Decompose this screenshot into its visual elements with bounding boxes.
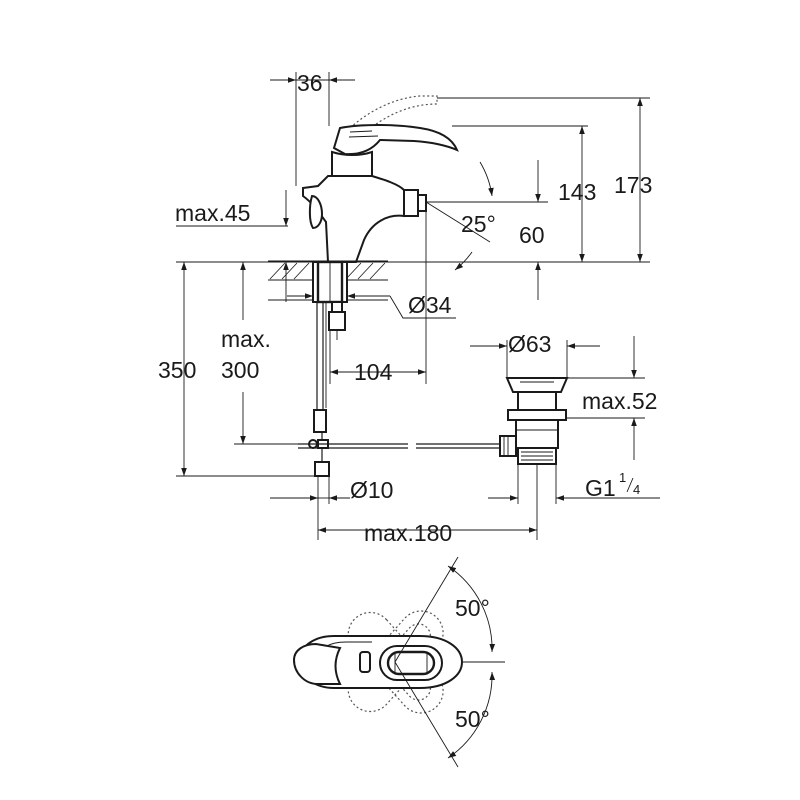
dim-hose-diameter: Ø10 bbox=[350, 477, 393, 503]
dim-drain-max-height: max.52 bbox=[582, 388, 657, 414]
dim-drain-thread: G1 1 4 bbox=[585, 470, 640, 501]
dim-mount-hole-diameter: Ø34 bbox=[408, 292, 452, 318]
dim-max-label: max. bbox=[221, 326, 271, 352]
dim-spout-height: 143 bbox=[558, 179, 596, 205]
dim-lever-angle-upper: 50° bbox=[455, 595, 490, 621]
dim-drain-thread-main: G1 bbox=[585, 475, 616, 501]
dim-rod-offset: 104 bbox=[354, 359, 393, 385]
dim-lever-angle-lower: 50° bbox=[455, 706, 490, 732]
dim-drain-diameter: Ø63 bbox=[508, 331, 551, 357]
dim-drain-thread-num: 1 bbox=[619, 470, 626, 485]
dim-max-deck-thickness: max.45 bbox=[175, 200, 250, 226]
tap-top-view bbox=[292, 556, 505, 768]
dim-total-height: 173 bbox=[614, 172, 652, 198]
pop-up-waste bbox=[499, 377, 569, 465]
dim-spout-projection: 60 bbox=[519, 222, 545, 248]
dimension-lines bbox=[181, 77, 660, 533]
extension-lines bbox=[176, 72, 650, 540]
dim-drain-thread-den: 4 bbox=[633, 482, 640, 497]
dim-supply-length: 350 bbox=[158, 357, 196, 383]
dim-handle-offset: 36 bbox=[297, 70, 323, 96]
dim-spout-angle: 25° bbox=[461, 211, 496, 237]
tap-side-view bbox=[268, 95, 500, 477]
dim-max-supply-length: 300 bbox=[221, 357, 259, 383]
dim-max-drain-distance: max.180 bbox=[364, 520, 452, 546]
